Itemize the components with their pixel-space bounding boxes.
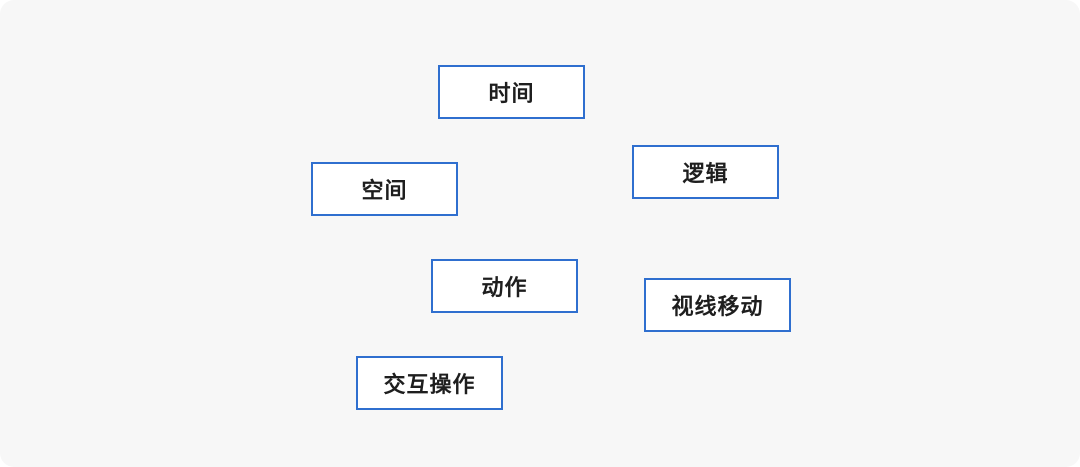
- node-interaction-label: 交互操作: [383, 373, 476, 398]
- node-space-label: 空间: [361, 179, 408, 204]
- node-interaction: 交互操作: [356, 356, 503, 410]
- node-action: 动作: [431, 259, 578, 313]
- node-logic: 逻辑: [632, 145, 779, 199]
- node-time: 时间: [438, 65, 585, 119]
- node-eye-movement-label: 视线移动: [671, 295, 764, 320]
- node-space: 空间: [311, 162, 458, 216]
- node-time-label: 时间: [488, 82, 535, 107]
- node-logic-label: 逻辑: [682, 162, 729, 187]
- node-action-label: 动作: [481, 276, 528, 301]
- node-eye-movement: 视线移动: [644, 278, 791, 332]
